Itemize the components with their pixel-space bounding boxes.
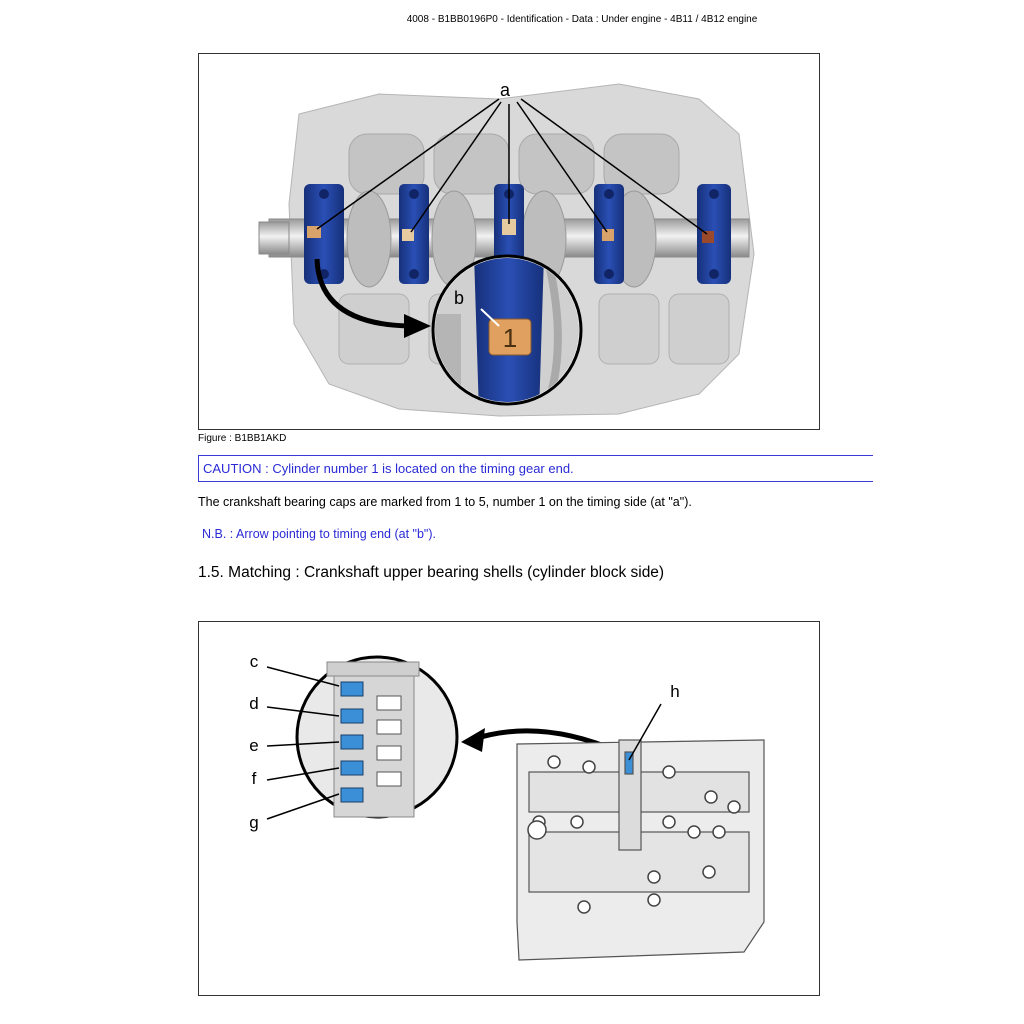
cylinder-bores: [348, 133, 680, 195]
figure-caption: Figure : B1BB1AKD: [198, 433, 287, 444]
bearing-cap-4: [594, 184, 624, 284]
cylinder-block-figure: c d e f g h: [198, 621, 820, 996]
label-d: d: [249, 694, 258, 713]
caution-text: CAUTION : Cylinder number 1 is located o…: [203, 461, 574, 476]
label-h-leader: [628, 703, 662, 761]
grade-marks: [340, 681, 364, 803]
cylinder-block-illustration: c d e f g h: [249, 652, 765, 961]
crankshaft-snout: [258, 221, 290, 255]
label-g: g: [249, 813, 258, 832]
label-a: a: [500, 80, 511, 100]
bearing-cap-2: [399, 184, 429, 284]
label-f: f: [252, 769, 257, 788]
section-heading: 1.5. Matching : Crankshaft upper bearing…: [198, 564, 665, 581]
nb-note: N.B. : Arrow pointing to timing end (at …: [202, 527, 436, 541]
bearing-caps-figure: a 1 b: [198, 53, 820, 430]
cylinder-block: [516, 739, 765, 961]
label-a-leaders: [316, 98, 708, 235]
label-h: h: [670, 682, 679, 701]
label-b: b: [454, 288, 464, 308]
timing-end-arrow: [314, 258, 410, 329]
label-e: e: [249, 736, 258, 755]
block-bolt-holes: [527, 755, 741, 914]
page-header: 4008 - B1BB0196P0 - Identification - Dat…: [406, 14, 758, 25]
blank-marks: [376, 695, 402, 787]
label-c: c: [250, 652, 259, 671]
grade-leaders: [266, 666, 340, 820]
bearing-cap-1: [304, 184, 344, 284]
bearing-cap-5: [697, 184, 731, 284]
caution-box: CAUTION : Cylinder number 1 is located o…: [198, 455, 873, 482]
marking-zoom: [295, 655, 459, 819]
body-paragraph: The crankshaft bearing caps are marked f…: [198, 495, 692, 509]
cap-mark-number: 1: [503, 323, 517, 353]
bearing-caps-illustration: a 1 b: [258, 80, 755, 417]
